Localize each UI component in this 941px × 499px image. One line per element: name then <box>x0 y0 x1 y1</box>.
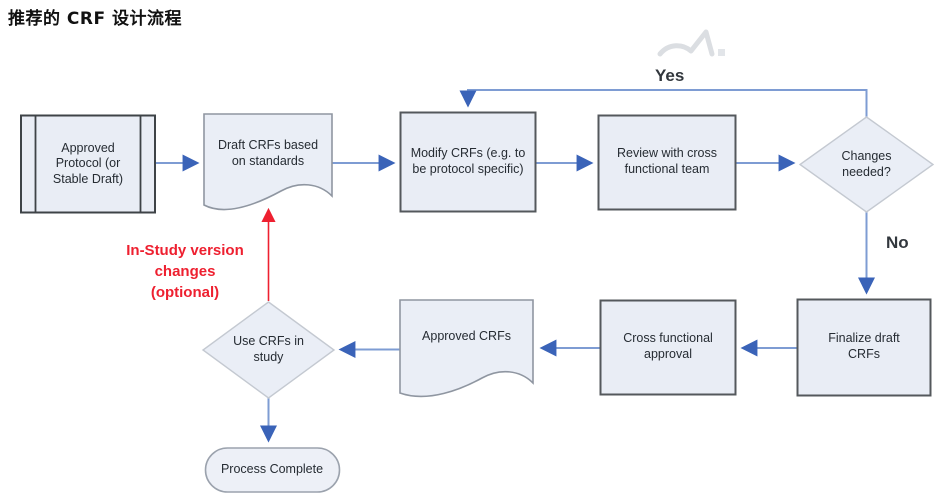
annotation-line-3: (optional) <box>150 284 220 301</box>
approved-crfs-node <box>399 299 534 398</box>
connectors <box>155 89 875 443</box>
modify-crfs-node <box>399 111 537 213</box>
draft-crfs-node <box>203 113 333 211</box>
watermark-check-icon <box>657 29 725 57</box>
modify-crfs-label: Modify CRFs (e.g. to be protocol specifi… <box>410 145 526 176</box>
approved-crfs-label: Approved CRFs <box>422 329 511 344</box>
finalize-crfs-label: Finalize draft CRFs <box>828 331 900 361</box>
approved-protocol-label: Approved Protocol (or Stable Draft) <box>52 140 124 186</box>
changes-needed-node <box>798 116 935 213</box>
annotation-line-2: changes <box>154 263 216 280</box>
in-study-annotation: In-Study version changes (optional) <box>98 240 272 303</box>
review-team-label: Review with cross functional team <box>616 146 718 176</box>
cross-approval-node <box>599 299 737 396</box>
annotation-line-1: In-Study version <box>126 242 244 259</box>
finalize-crfs-node <box>796 298 932 397</box>
page-title: 推荐的 CRF 设计流程 <box>8 9 183 29</box>
approved-protocol-node <box>20 114 156 214</box>
process-complete-label: Process Complete <box>220 462 324 477</box>
draft-crfs-label: Draft CRFs based on standards <box>217 138 319 168</box>
changes-needed-label: Changes needed? <box>841 148 892 179</box>
process-complete-node <box>204 447 341 493</box>
edge-yes-loop <box>459 89 868 117</box>
yes-edge-label: Yes <box>655 66 685 85</box>
use-crfs-label: Use CRFs in study <box>233 334 304 364</box>
node-shapes <box>20 111 935 493</box>
review-team-node <box>597 114 737 211</box>
use-crfs-node <box>201 301 336 399</box>
cross-approval-label: Cross functional approval <box>623 331 713 361</box>
no-edge-label: No <box>886 233 909 252</box>
